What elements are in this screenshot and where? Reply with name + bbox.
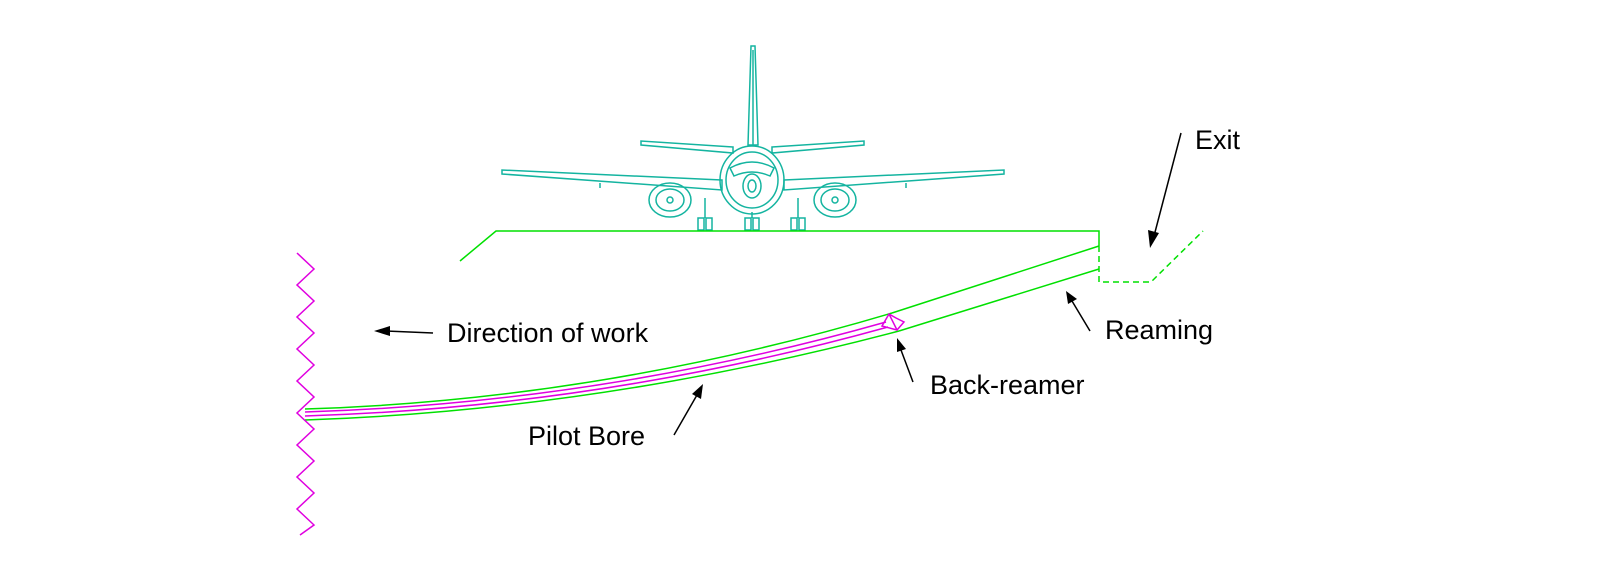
- back-reamer-arrow: [897, 338, 914, 383]
- reamed-hole-upper: [891, 245, 1100, 314]
- pilot-bore-outline: [304, 312, 893, 410]
- pilot-bore-arrow: [673, 384, 703, 436]
- direction-arrow: [374, 326, 434, 336]
- back-reamer-label: Back-reamer: [930, 370, 1085, 400]
- reaming-label: Reaming: [1105, 315, 1213, 345]
- drill-string: [304, 321, 887, 413]
- launch-face-zigzag: [295, 252, 316, 536]
- back-reamer-icon: [880, 312, 906, 331]
- reamed-hole-lower: [898, 268, 1100, 332]
- airplane-icon: [501, 45, 1005, 231]
- reaming-arrow: [1066, 291, 1091, 332]
- direction-label: Direction of work: [447, 318, 649, 348]
- exit-label: Exit: [1195, 125, 1241, 155]
- exit-pit: [1098, 230, 1204, 283]
- drill-string-lower: [304, 326, 889, 417]
- pilot-bore-label: Pilot Bore: [528, 421, 645, 451]
- ground-line: [459, 230, 1100, 262]
- exit-arrow: [1148, 132, 1182, 248]
- pilot-bore-outline-lower: [304, 330, 900, 421]
